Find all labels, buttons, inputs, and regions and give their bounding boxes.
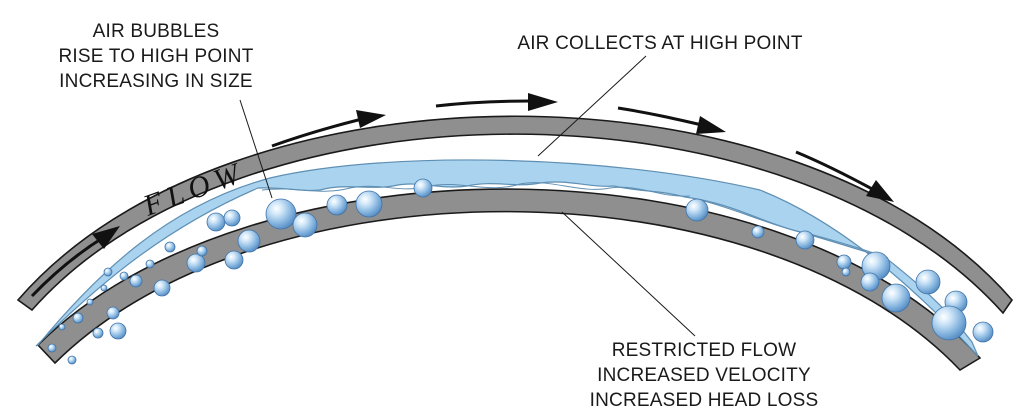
air-bubble-icon — [224, 250, 244, 270]
leader-line-restricted — [561, 211, 696, 337]
air-bubble-icon — [931, 305, 967, 341]
air-bubble-icon — [841, 267, 851, 277]
leader-line-air-bubbles — [239, 99, 273, 199]
label-line: RISE TO HIGH POINT — [58, 46, 253, 67]
air-bubble-icon — [237, 229, 261, 253]
air-bubble-icon — [153, 279, 171, 297]
air-bubble-icon — [106, 306, 120, 320]
air-bubble-icon — [795, 230, 815, 250]
label-line: INCREASING IN SIZE — [59, 71, 253, 92]
arrow-right-icon — [435, 93, 558, 111]
air-bubble-icon — [164, 241, 176, 253]
air-bubble-icon — [265, 198, 297, 230]
air-bubble-icon — [915, 269, 941, 295]
air-bubble-icon — [47, 343, 57, 353]
air-bubble-icon — [92, 327, 104, 339]
air-bubble-icon — [100, 284, 108, 292]
label-line: AIR BUBBLES — [93, 21, 220, 42]
label-air-collects: AIR COLLECTS AT HIGH POINT — [517, 33, 803, 54]
air-bubble-icon — [972, 321, 994, 343]
air-bubble-icon — [836, 254, 852, 270]
label-line: INCREASED VELOCITY — [597, 365, 811, 386]
water-ripple — [261, 182, 691, 197]
air-bubble-icon — [186, 253, 206, 273]
air-bubble-icon — [206, 212, 226, 232]
air-bubble-icon — [103, 267, 113, 277]
air-bubble-icon — [751, 225, 765, 239]
air-bubble-icon — [86, 298, 94, 306]
label-air-bubbles: AIR BUBBLES RISE TO HIGH POINT INCREASIN… — [58, 21, 253, 92]
arrow-right-icon — [617, 106, 726, 134]
air-bubble-icon — [326, 194, 348, 216]
label-line: INCREASED HEAD LOSS — [590, 390, 819, 411]
arrow-right-icon — [795, 150, 894, 202]
air-bubbles — [47, 178, 994, 365]
arrow-right-icon — [271, 110, 386, 148]
label-line: RESTRICTED FLOW — [612, 340, 797, 361]
air-bubble-icon — [860, 272, 880, 292]
air-bubble-icon — [292, 212, 318, 238]
air-bubble-icon — [881, 283, 911, 313]
air-bubble-icon — [129, 274, 143, 288]
air-bubble-icon — [413, 178, 433, 198]
air-bubble-icon — [67, 355, 77, 365]
air-bubble-icon — [119, 271, 129, 281]
air-bubble-icon — [685, 198, 709, 222]
label-restricted-flow: RESTRICTED FLOW INCREASED VELOCITY INCRE… — [590, 340, 819, 411]
air-bubble-icon — [72, 312, 84, 324]
flow-arrows — [30, 93, 894, 298]
arrow-right-icon — [30, 226, 120, 298]
air-bubble-icon — [355, 190, 383, 218]
air-bubble-icon — [196, 245, 208, 257]
air-bubble-icon — [109, 322, 127, 340]
air-bubble-icon — [58, 323, 66, 331]
leader-line-air-collects — [537, 55, 647, 157]
air-bubble-icon — [145, 259, 155, 269]
pipe-outer-wall — [16, 115, 1014, 315]
air-bubble-icon — [223, 209, 241, 227]
